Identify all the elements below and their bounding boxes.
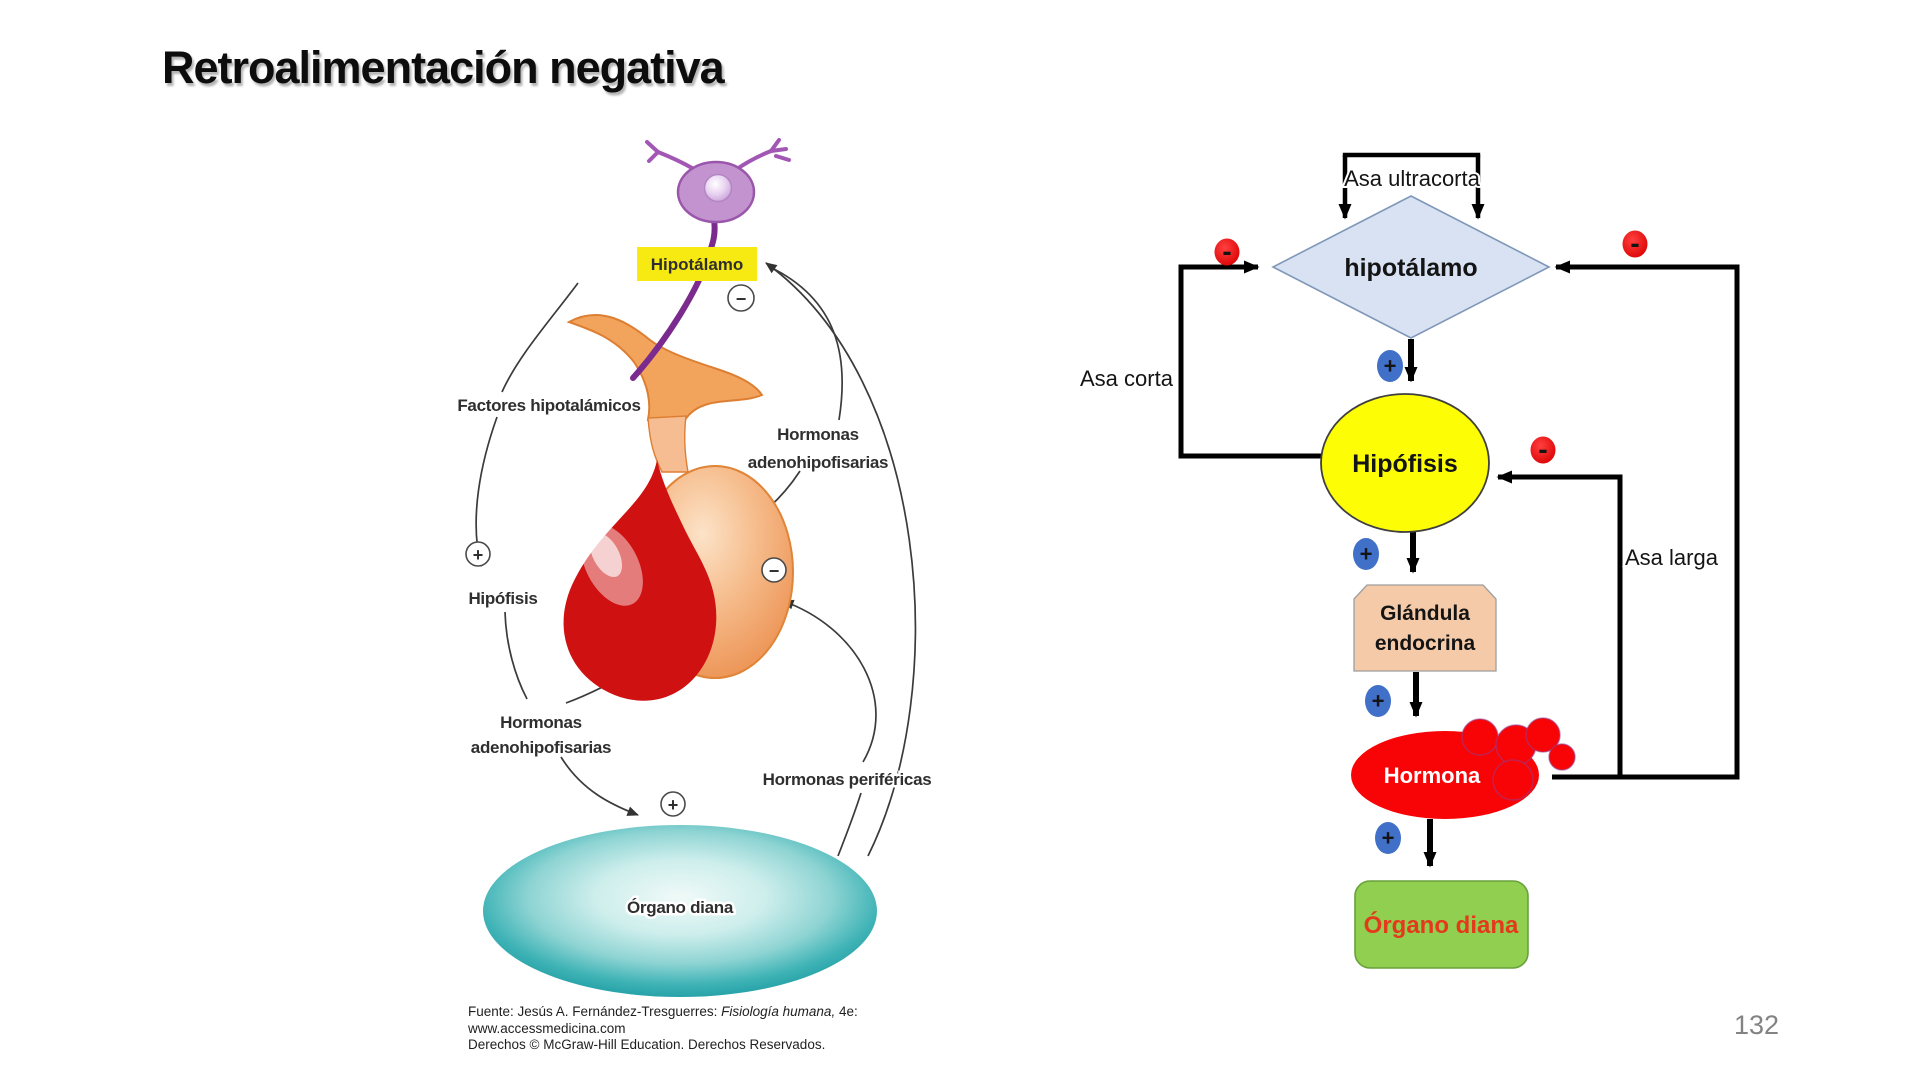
organo-diana-label: Órgano diana bbox=[627, 898, 734, 917]
source-line1-italic: Fisiología humana, bbox=[721, 1004, 836, 1019]
hormonas-perifericas-label: Hormonas periféricas bbox=[763, 770, 932, 789]
hipofisis-label: Hipófisis bbox=[468, 589, 537, 608]
asa-ultracorta-label: Asa ultracorta bbox=[1344, 166, 1480, 191]
hipotalamo-node-label: hipotálamo bbox=[1344, 254, 1477, 282]
plus-badge-3-sign: + bbox=[1372, 689, 1385, 714]
neuron-dendrite-right-fork3 bbox=[774, 154, 791, 162]
plus-badge-1 bbox=[1377, 350, 1403, 382]
pituitary-gland-illustration bbox=[563, 313, 794, 701]
minus-badge-right-sign: - bbox=[1630, 228, 1639, 259]
page-number: 132 bbox=[1734, 1010, 1780, 1040]
hipotalamo-box bbox=[637, 247, 757, 281]
neuron-dendrite-right bbox=[735, 149, 773, 171]
hormona-satellite-circles bbox=[1461, 717, 1576, 801]
plus-badge-4 bbox=[1375, 822, 1401, 854]
minus-sign-top: − bbox=[736, 289, 747, 309]
asa-larga-label: Asa larga bbox=[1625, 545, 1719, 570]
arrow-long-feedback-to-hipotalamo bbox=[765, 262, 917, 857]
hormonas-adeno-bottom-label-2: adenohipofisarias bbox=[471, 738, 611, 757]
hormonas-adeno-right-label-1: Hormonas bbox=[777, 425, 859, 444]
minus-badge-left bbox=[1214, 238, 1240, 266]
neuron bbox=[645, 138, 791, 171]
organo-diana-node-label: Órgano diana bbox=[1364, 911, 1519, 939]
hormonas-adeno-bottom-label-1: Hormonas bbox=[500, 713, 582, 732]
hormona-main-ellipse bbox=[1351, 731, 1539, 819]
minus-badge-right bbox=[1622, 230, 1648, 258]
line-adeno-feedback-to-hipotalamo bbox=[769, 266, 844, 421]
source-credit: Fuente: Jesús A. Fernández-Tresguerres: … bbox=[468, 1004, 858, 1054]
pituitary-stalk bbox=[647, 415, 689, 473]
hipofisis-ellipse bbox=[1320, 393, 1490, 533]
plus-circle-left bbox=[465, 541, 491, 567]
hormona-node-label: Hormona bbox=[1384, 763, 1481, 788]
organo-diana-box bbox=[1354, 880, 1529, 969]
neuron-dendrite-right-fork2 bbox=[769, 147, 788, 153]
asa-ultracorta-bracket bbox=[1338, 152, 1485, 220]
asa-larga-inner-feedback-line bbox=[1496, 470, 1623, 777]
hormona-satellite bbox=[1492, 759, 1534, 801]
minus-badge-left-sign: - bbox=[1222, 236, 1231, 267]
pituitary-wings bbox=[566, 313, 764, 421]
left-sign-circles: − + − + bbox=[465, 284, 787, 817]
hormona-satellite bbox=[1461, 718, 1499, 756]
anterior-lobe-red bbox=[563, 460, 717, 701]
glandula-label-line1: Glándula bbox=[1380, 602, 1470, 625]
minus-badges: - - - bbox=[1214, 228, 1648, 465]
slide-title: Retroalimentación negativa bbox=[162, 42, 725, 93]
source-line-3: Derechos © McGraw-Hill Education. Derech… bbox=[468, 1037, 826, 1052]
plus-sign-bottom: + bbox=[668, 795, 679, 815]
hormonas-adeno-right-label-2: adenohipofisarias bbox=[748, 453, 888, 472]
glandula-label-line2: endocrina bbox=[1375, 632, 1476, 655]
source-line1-post: 4e: bbox=[835, 1004, 858, 1019]
minus-circle-top bbox=[727, 284, 755, 312]
source-line1-pre: Fuente: Jesús A. Fernández-Tresguerres: bbox=[468, 1004, 722, 1019]
arrow-hipotalamo-to-factores bbox=[501, 282, 579, 393]
asa-larga-outer-feedback-line bbox=[1552, 260, 1740, 780]
hipotalamo-box-label: Hipotálamo bbox=[651, 255, 744, 274]
glandula-endocrina-box bbox=[1353, 584, 1497, 672]
hipofisis-node-label: Hipófisis bbox=[1352, 450, 1458, 478]
target-organ-ellipse bbox=[483, 825, 877, 997]
left-anatomy-figure: Hipotálamo − + − + Factores hipotalámico… bbox=[455, 138, 934, 997]
hormona-blob: Hormona bbox=[1351, 717, 1576, 819]
hormona-satellite bbox=[1525, 717, 1561, 753]
asa-corta-feedback-line bbox=[1178, 260, 1322, 459]
minus-badge-inner bbox=[1530, 436, 1556, 464]
plus-badges: + + + + bbox=[1353, 350, 1403, 854]
minus-sign-right: − bbox=[769, 561, 780, 581]
line-hipofisis-to-hormonas bbox=[504, 611, 528, 700]
plus-badge-2 bbox=[1353, 538, 1379, 570]
arrow-perifericas-to-hipofisis bbox=[782, 599, 877, 763]
minus-badge-inner-sign: - bbox=[1538, 434, 1547, 465]
plus-badge-1-sign: + bbox=[1384, 354, 1397, 379]
right-flowchart: Asa ultracorta hipotálamo Hipófisis Glán… bbox=[1078, 152, 1740, 969]
plus-badge-3 bbox=[1365, 685, 1391, 717]
plus-circle-bottom bbox=[660, 791, 686, 817]
plus-sign-left: + bbox=[473, 545, 484, 565]
neuron-dendrite-left-fork1 bbox=[645, 140, 660, 154]
line-organo-to-perifericas bbox=[837, 792, 862, 857]
minus-circle-right bbox=[761, 557, 787, 583]
source-line-1: Fuente: Jesús A. Fernández-Tresguerres: … bbox=[468, 1004, 858, 1021]
anterior-lobe-highlight-small bbox=[589, 532, 623, 578]
arrow-hormonas-to-organo bbox=[560, 756, 639, 816]
factores-hipotalamicos-label: Factores hipotalámicos bbox=[457, 396, 640, 415]
hormona-satellite bbox=[1548, 743, 1576, 771]
cascade-arrows bbox=[1404, 339, 1437, 868]
asa-corta-label: Asa corta bbox=[1080, 366, 1174, 391]
plus-badge-4-sign: + bbox=[1382, 826, 1395, 851]
hipotalamo-diamond bbox=[1271, 195, 1551, 339]
neuron-dendrite-left bbox=[656, 150, 694, 170]
neuron-nucleus bbox=[703, 173, 733, 203]
neuron-dendrite-left-fork2 bbox=[647, 150, 660, 163]
source-line-2: www.accessmedicina.com bbox=[468, 1020, 626, 1036]
plus-badge-2-sign: + bbox=[1360, 542, 1373, 567]
